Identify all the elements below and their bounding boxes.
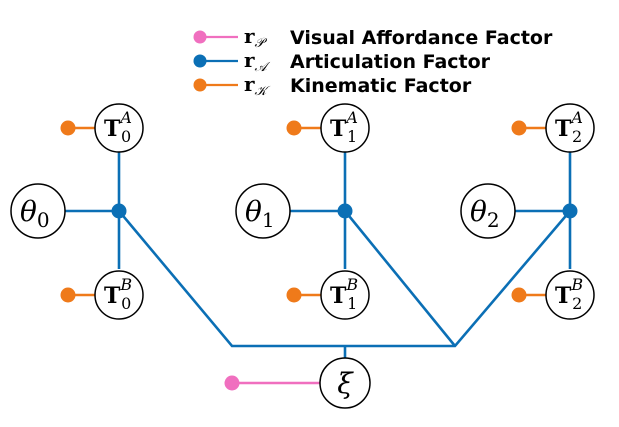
node-theta1-circle xyxy=(235,183,291,239)
svg-text:r𝒜: r𝒜 xyxy=(244,48,271,75)
node-label-base: θ xyxy=(245,195,262,228)
node-label-base: θ xyxy=(470,195,487,228)
node-label-sup: A xyxy=(118,108,132,127)
svg-text:TA0: TA0 xyxy=(104,108,132,146)
node-label-sup: B xyxy=(119,275,132,294)
node-label-sub: 2 xyxy=(487,208,500,232)
node-label-sup: B xyxy=(570,275,583,294)
kinematic-factor-t0a xyxy=(60,120,76,136)
legend-marker-articulation xyxy=(193,54,207,68)
legend: r𝒫 Visual Affordance Factor r𝒜 Articulat… xyxy=(193,24,553,99)
legend-item-visual-affordance: r𝒫 Visual Affordance Factor xyxy=(193,24,553,51)
node-label-sub: 0 xyxy=(121,127,131,146)
node-label-sup: A xyxy=(344,108,358,127)
svg-text:TB2: TB2 xyxy=(555,275,583,313)
node-label-sup: A xyxy=(569,108,583,127)
kinematic-factors xyxy=(60,120,527,303)
node-label-base: T xyxy=(104,283,121,309)
node-t1a-circle xyxy=(320,103,370,153)
legend-label-articulation: Articulation Factor xyxy=(290,51,491,73)
node-label-base: θ xyxy=(20,195,37,228)
articulation-edges xyxy=(64,150,572,360)
node-label-base: T xyxy=(555,283,572,309)
legend-label-visual-affordance: Visual Affordance Factor xyxy=(290,27,553,49)
svg-text:TB1: TB1 xyxy=(330,275,358,313)
legend-item-articulation: r𝒜 Articulation Factor xyxy=(193,48,491,75)
svg-text:r𝒦: r𝒦 xyxy=(244,72,271,99)
kinematic-factor-t1a xyxy=(286,120,302,136)
legend-symbol-sub: 𝒫 xyxy=(255,36,268,51)
legend-item-kinematic: r𝒦 Kinematic Factor xyxy=(193,72,472,99)
legend-symbol-base: r xyxy=(244,48,255,72)
svg-text:TB0: TB0 xyxy=(104,275,132,313)
node-label-sub: 1 xyxy=(262,208,275,232)
legend-label-kinematic: Kinematic Factor xyxy=(290,75,472,97)
legend-marker-visual-affordance xyxy=(193,30,207,44)
legend-symbol-base: r xyxy=(244,24,255,48)
edge-outer-bus xyxy=(118,210,571,348)
articulation-factor-1 xyxy=(337,203,353,219)
legend-symbol-base: r xyxy=(244,72,255,96)
node-theta2-circle xyxy=(460,183,516,239)
node-label-sup: B xyxy=(345,275,358,294)
kinematic-factor-t2b xyxy=(511,287,527,303)
node-t0b-circle xyxy=(94,270,144,320)
kinematic-factor-t0b xyxy=(60,287,76,303)
legend-marker-kinematic xyxy=(193,78,207,92)
node-t1b-circle xyxy=(320,270,370,320)
node-label-sub: 2 xyxy=(572,294,582,313)
node-label-base: T xyxy=(555,116,572,142)
articulation-factor-0 xyxy=(111,203,127,219)
articulation-factor-2 xyxy=(562,203,578,219)
node-label-sub: 0 xyxy=(121,294,131,313)
visual-affordance-factors xyxy=(224,375,240,391)
svg-text:θ2: θ2 xyxy=(470,195,500,232)
articulation-factors xyxy=(111,203,578,219)
node-label-sub: 1 xyxy=(347,127,357,146)
edge-factor1-bus xyxy=(343,210,457,347)
node-label-sub: 0 xyxy=(37,208,50,232)
svg-text:θ0: θ0 xyxy=(20,195,50,232)
node-label-base: ξ xyxy=(337,367,354,400)
node-label-base: T xyxy=(330,116,347,142)
svg-text:TA2: TA2 xyxy=(555,108,583,146)
visual-affordance-factor xyxy=(224,375,240,391)
svg-text:TA1: TA1 xyxy=(330,108,358,146)
legend-symbol-sub: 𝒜 xyxy=(255,60,271,75)
legend-symbol-sub: 𝒦 xyxy=(255,84,271,99)
node-t0a-circle xyxy=(94,103,144,153)
node-theta2: θ2 xyxy=(460,183,516,239)
node-theta1: θ1 xyxy=(235,183,291,239)
node-theta0: θ0 xyxy=(10,183,66,239)
node-label-base: T xyxy=(330,283,347,309)
kinematic-factor-t2a xyxy=(511,120,527,136)
node-t2a-circle xyxy=(545,103,595,153)
node-xi-circle xyxy=(319,357,371,409)
node-t2b-circle xyxy=(545,270,595,320)
kinematic-factor-t1b xyxy=(286,287,302,303)
node-label-base: T xyxy=(104,116,121,142)
svg-text:θ1: θ1 xyxy=(245,195,275,232)
svg-text:r𝒫: r𝒫 xyxy=(244,24,268,51)
node-label-sub: 2 xyxy=(572,127,582,146)
node-theta0-circle xyxy=(10,183,66,239)
node-label-sub: 1 xyxy=(347,294,357,313)
node-xi: ξ xyxy=(319,357,371,409)
